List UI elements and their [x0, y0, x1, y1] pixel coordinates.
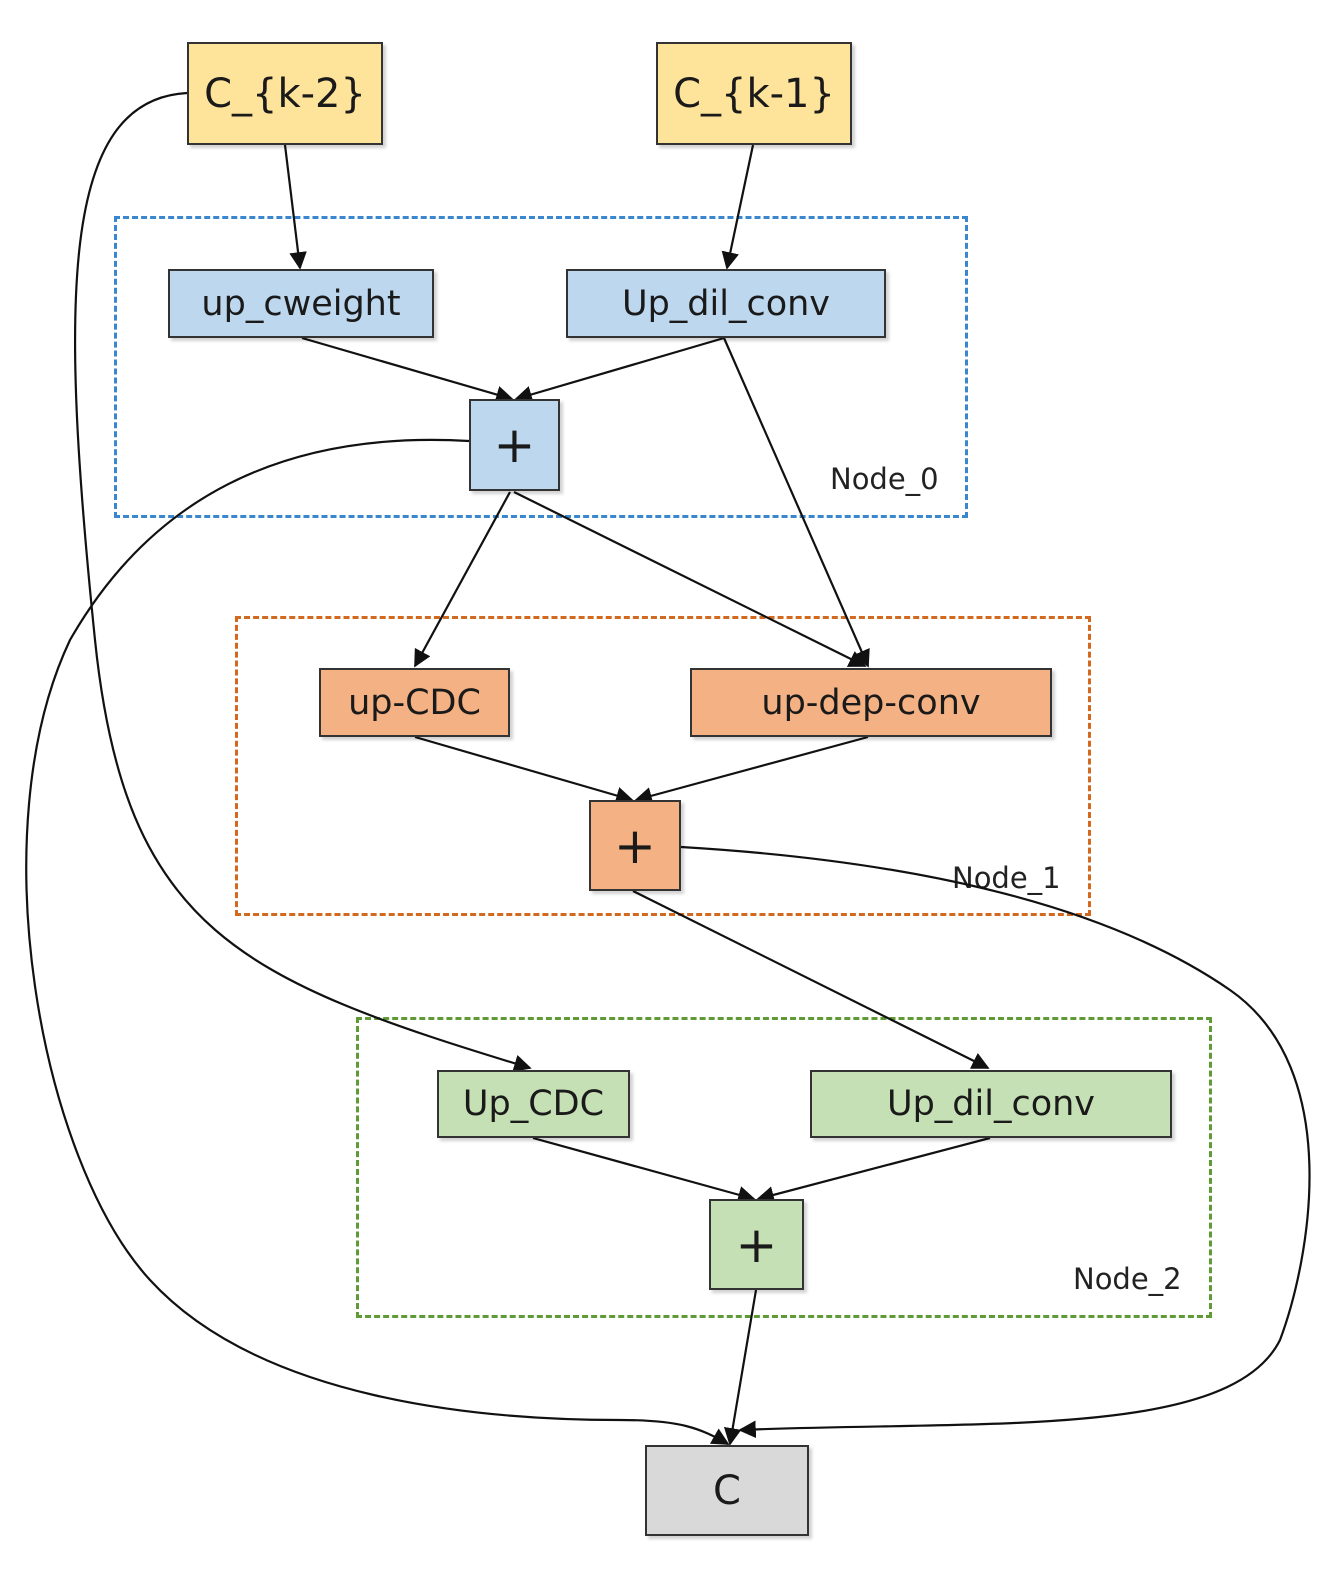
edge-up-dil-conv-to-sum0: [514, 336, 725, 403]
node-1-label: Node_1: [952, 861, 1061, 895]
edge-ck2-to-up-cdc2: [73, 91, 532, 1072]
sum-node-2: +: [709, 1199, 804, 1290]
input-c-k-1: C_{k-1}: [656, 42, 852, 145]
edge-sum1-to-output: [680, 845, 1311, 1439]
node-1-group: [235, 616, 1091, 916]
edge-sum0-to-output: [25, 438, 730, 1445]
edge-up-dep-conv-to-sum1: [634, 735, 869, 805]
edge-up-cdc2-to-sum2: [532, 1136, 756, 1204]
output-c: C: [645, 1445, 809, 1536]
node-0-group: [114, 216, 968, 518]
edge-up-cdc-to-sum1: [414, 735, 634, 805]
node-0-label: Node_0: [830, 462, 939, 496]
op-up-dil-conv-0: Up_dil_conv: [566, 269, 886, 338]
op-up-cdc-2: Up_CDC: [437, 1070, 630, 1138]
edge-ck2-to-up-cweight: [283, 144, 307, 270]
edge-sum0-to-up-cdc: [414, 491, 511, 668]
input-c-k-2: C_{k-2}: [187, 42, 383, 145]
op-up-cdc-1: up-CDC: [319, 668, 510, 737]
sum-node-0: +: [469, 399, 560, 491]
node-2-label: Node_2: [1073, 1262, 1182, 1296]
edge-ck1-to-up-dil-conv: [721, 144, 755, 270]
op-up-cweight: up_cweight: [168, 269, 434, 338]
op-up-dil-conv-2: Up_dil_conv: [810, 1070, 1172, 1138]
edge-sum0-to-up-dep-conv: [513, 491, 867, 667]
edge-sum2-to-output: [723, 1289, 758, 1446]
edge-sum1-to-up-dil-conv2: [632, 890, 990, 1069]
edge-up-dil-conv2-to-sum2: [756, 1136, 991, 1204]
node-2-group: [356, 1017, 1212, 1318]
edge-up-dil-conv-to-up-dep-conv: [722, 337, 870, 668]
op-up-dep-conv: up-dep-conv: [690, 668, 1052, 737]
edge-up-cweight-to-sum0: [301, 336, 514, 404]
sum-node-1: +: [589, 800, 681, 891]
